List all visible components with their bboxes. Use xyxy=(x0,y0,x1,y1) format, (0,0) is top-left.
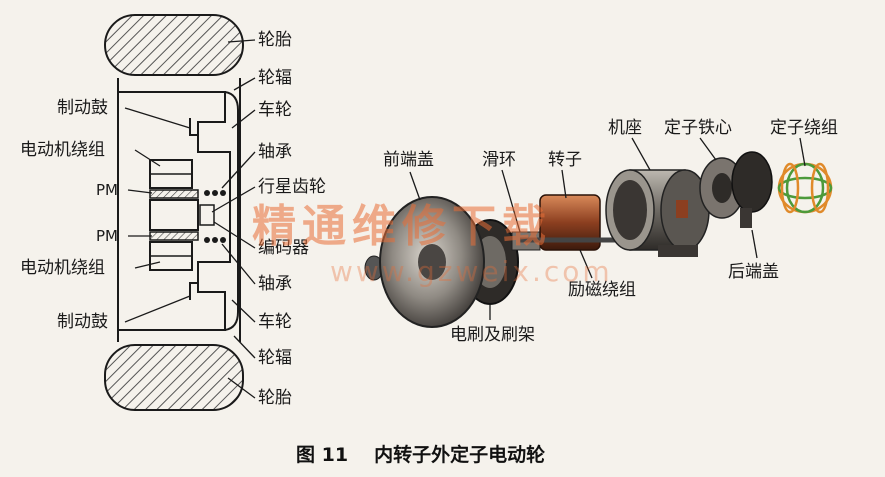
label-brake-drum-top: 制动鼓 xyxy=(57,98,108,118)
label-frame: 机座 xyxy=(608,118,642,138)
brake-drum-bottom xyxy=(189,282,198,300)
pm-bottom xyxy=(149,231,199,241)
pm-top xyxy=(149,189,199,199)
label-pm-top: PM xyxy=(96,181,118,199)
label-slip-ring: 滑环 xyxy=(482,150,516,170)
label-spoke-top: 轮辐 xyxy=(258,68,292,88)
stator-winding xyxy=(777,162,833,214)
frame-cylinder xyxy=(605,169,710,257)
label-bearing-bottom: 轴承 xyxy=(258,274,292,294)
bearing-bottom xyxy=(204,237,226,243)
figure-title: 内转子外定子电动轮 xyxy=(374,444,546,466)
label-wheel-top: 车轮 xyxy=(258,100,292,120)
label-front-cover: 前端盖 xyxy=(383,150,434,170)
label-tire-bottom: 轮胎 xyxy=(258,388,292,408)
label-motor-winding-top: 电动机绕组 xyxy=(20,140,105,160)
label-bearing-top: 轴承 xyxy=(258,142,292,162)
left-leader-lines xyxy=(124,39,256,399)
spoke-outline xyxy=(224,91,239,331)
bearing-top xyxy=(204,190,226,196)
rear-cover xyxy=(731,151,773,228)
label-spoke-bottom: 轮辐 xyxy=(258,348,292,368)
exploded-motor-view xyxy=(364,151,833,328)
label-rear-cover: 后端盖 xyxy=(728,262,779,282)
frame-terminal-box xyxy=(676,200,688,218)
label-rotor: 转子 xyxy=(548,150,582,170)
brake-drum-top xyxy=(189,118,198,136)
label-stator-core: 定子铁心 xyxy=(664,118,732,138)
rotor-body xyxy=(539,194,601,251)
right-leader-lines xyxy=(409,137,806,320)
label-motor-winding-bottom: 电动机绕组 xyxy=(20,258,105,278)
watermark-text: 精通维修下载 xyxy=(252,201,552,252)
label-wheel-bottom: 车轮 xyxy=(258,312,292,332)
label-encoder: 编码器 xyxy=(258,238,309,258)
shaft-block xyxy=(149,199,199,231)
tire-bottom xyxy=(104,344,244,411)
label-excitation-winding: 励磁绕组 xyxy=(568,280,636,300)
label-brush-holder: 电刷及刷架 xyxy=(450,325,535,345)
figure-number: 图 11 xyxy=(296,444,349,466)
label-planetary-gear: 行星齿轮 xyxy=(258,177,326,197)
tire-top xyxy=(104,14,244,76)
label-pm-bottom: PM xyxy=(96,227,118,245)
label-stator-winding: 定子绕组 xyxy=(770,118,838,138)
figure-caption: 图 11 内转子外定子电动轮 xyxy=(296,440,571,467)
planetary-gear xyxy=(199,204,215,226)
label-tire-top: 轮胎 xyxy=(258,30,292,50)
watermark-url: www.gzweix.com xyxy=(330,255,613,288)
wheel-cross-section xyxy=(104,14,244,411)
label-brake-drum-bottom: 制动鼓 xyxy=(57,312,108,332)
